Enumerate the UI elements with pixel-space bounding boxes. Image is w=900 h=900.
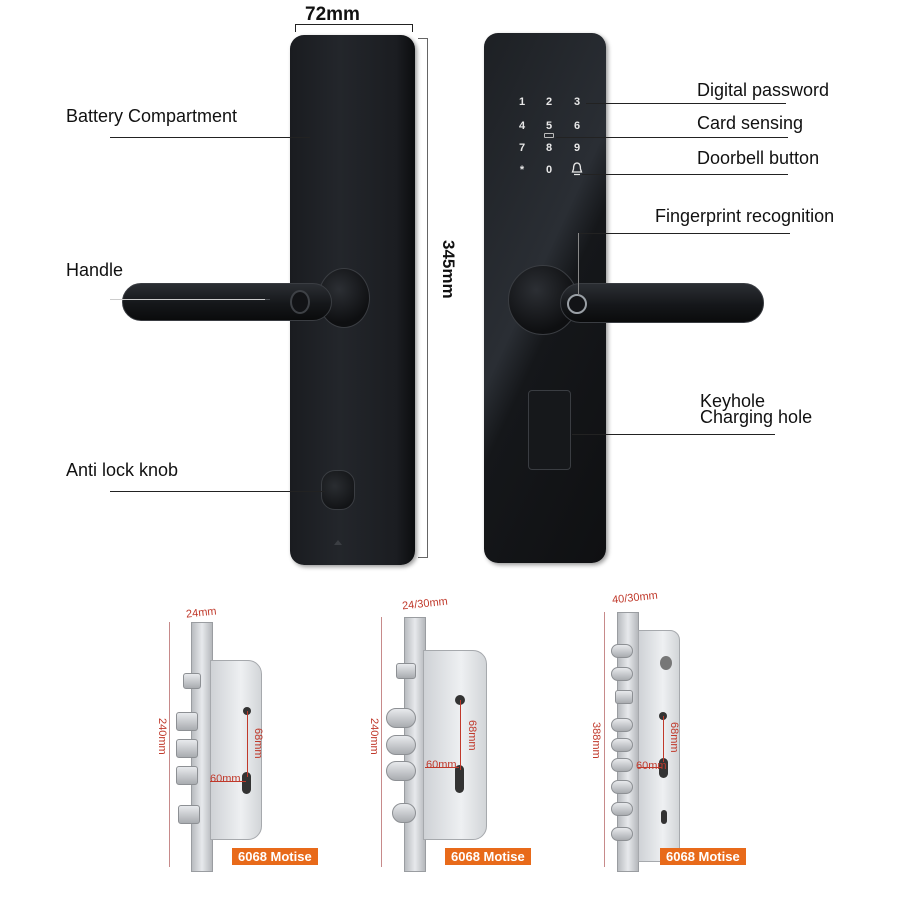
mortise-3-center-line — [663, 716, 664, 762]
key-1[interactable]: 1 — [518, 96, 526, 108]
mortise-1-height: 240mm — [156, 718, 168, 755]
label-battery-compartment: Battery Compartment — [66, 106, 238, 126]
mortise-3-spindle-hole — [660, 656, 672, 670]
mortise-3-width: 40/30mm — [611, 589, 659, 607]
handle-back-cap-icon — [290, 290, 310, 314]
keyhole-cover[interactable] — [528, 390, 571, 470]
leader-doorbell — [582, 174, 788, 175]
width-dimension-line — [295, 24, 413, 25]
height-dimension-label: 345mm — [439, 240, 458, 299]
mortise-1-width: 24mm — [185, 605, 218, 621]
mortise-3-bolt — [611, 667, 633, 681]
mortise-2-tag: 6068 Motise — [445, 848, 531, 865]
mortise-2-bolt — [386, 761, 416, 781]
logo-triangle-icon — [334, 540, 342, 545]
anti-lock-knob[interactable] — [321, 470, 355, 510]
label-handle: Handle — [66, 260, 124, 280]
key-3[interactable]: 3 — [573, 96, 581, 108]
mortise-2-bolt — [386, 735, 416, 755]
mortise-3-bolt — [611, 780, 633, 794]
mortise-2-bolt — [392, 803, 416, 823]
mortise-1-backset: 60mm — [210, 773, 241, 785]
mortise-3-latch — [615, 690, 633, 704]
mortise-1-bolt — [176, 712, 198, 731]
mortise-2-width: 24/30mm — [401, 595, 449, 613]
leader-battery — [110, 137, 310, 138]
leader-card-sensing — [556, 137, 788, 138]
leader-fingerprint-drop — [578, 233, 579, 295]
mortise-3-center: 68mm — [668, 722, 680, 753]
leader-fingerprint — [578, 233, 790, 234]
mortise-2-center-line — [460, 700, 461, 770]
mortise-2-center: 68mm — [466, 720, 478, 751]
fingerprint-sensor-icon[interactable] — [567, 294, 587, 314]
width-tick-right — [412, 24, 413, 32]
height-tick-bottom — [418, 557, 428, 558]
mortise-2-bolt — [386, 708, 416, 728]
label-keyhole: Keyhole — [700, 391, 766, 411]
mortise-1-bolt — [178, 805, 200, 824]
label-charging-hole: Charging hole — [700, 407, 813, 427]
key-0[interactable]: 0 — [545, 164, 553, 176]
label-digital-password: Digital password — [697, 80, 830, 100]
mortise-3-height-line — [604, 612, 605, 867]
mortise-3-bolt — [611, 827, 633, 841]
leader-handle — [110, 299, 265, 300]
mortise-1-bolt — [176, 766, 198, 785]
mortise-2-backset: 60mm — [426, 759, 457, 771]
mortise-1-center-line — [247, 711, 248, 777]
mortise-1-bolt — [176, 739, 198, 758]
width-tick-left — [295, 24, 296, 32]
mortise-3-bolt — [611, 802, 633, 816]
mortise-3-bolt — [611, 758, 633, 772]
mortise-3-height: 388mm — [590, 722, 602, 759]
card-sensor-icon — [544, 133, 554, 138]
label-card-sensing: Card sensing — [697, 113, 804, 133]
key-7[interactable]: 7 — [518, 142, 526, 154]
key-9[interactable]: 9 — [573, 142, 581, 154]
mortise-3-backset-line — [638, 767, 662, 768]
label-doorbell-button: Doorbell button — [697, 148, 820, 168]
mortise-3-bolt — [611, 738, 633, 752]
mortise-3-bolt — [611, 718, 633, 732]
mortise-1-center: 68mm — [252, 728, 264, 759]
key-6[interactable]: 6 — [573, 120, 581, 132]
mortise-1-height-line — [169, 622, 170, 867]
mortise-1-case — [210, 660, 262, 840]
mortise-2-case — [423, 650, 487, 840]
height-tick-top — [418, 38, 428, 39]
mortise-1-tag: 6068 Motise — [232, 848, 318, 865]
leader-digital-password — [586, 103, 786, 104]
mortise-3-slot — [661, 810, 667, 824]
key-5[interactable]: 5 — [545, 120, 553, 132]
leader-anti-lock — [110, 491, 325, 492]
mortise-2-height-line — [381, 617, 382, 867]
mortise-2-latch — [396, 663, 416, 679]
mortise-2-cylinder — [455, 765, 464, 793]
mortise-3-cylinder — [659, 758, 668, 778]
mortise-2-backset-line — [425, 767, 459, 768]
mortise-1-cylinder — [242, 772, 251, 794]
key-8[interactable]: 8 — [545, 142, 553, 154]
key-2[interactable]: 2 — [545, 96, 553, 108]
mortise-1-latch — [183, 673, 201, 689]
mortise-2-height: 240mm — [368, 718, 380, 755]
handle-front[interactable] — [560, 283, 764, 323]
doorbell-icon[interactable] — [570, 162, 584, 179]
label-anti-lock-knob: Anti lock knob — [66, 460, 179, 480]
mortise-3-backset: 60mm — [636, 760, 667, 772]
leader-keyhole — [572, 434, 775, 435]
width-dimension-label: 72mm — [305, 4, 360, 25]
height-dimension-line — [427, 38, 428, 558]
mortise-3-case — [638, 630, 680, 862]
mortise-1-backset-line — [210, 781, 246, 782]
label-fingerprint-recognition: Fingerprint recognition — [655, 206, 835, 226]
mortise-3-tag: 6068 Motise — [660, 848, 746, 865]
key-star[interactable]: * — [519, 164, 525, 176]
key-4[interactable]: 4 — [518, 120, 526, 132]
mortise-3-bolt — [611, 644, 633, 658]
